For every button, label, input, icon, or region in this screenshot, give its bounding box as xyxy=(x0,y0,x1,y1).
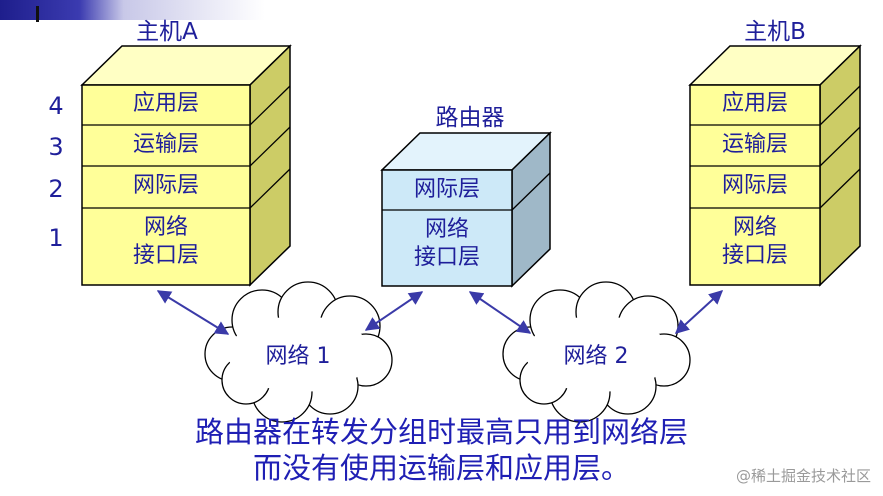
host-a-side-face xyxy=(249,44,291,287)
top-decoration-mark xyxy=(36,6,39,22)
cloud-label-network-2: 网络 2 xyxy=(563,344,629,369)
layer-number-2: 2 xyxy=(48,175,64,203)
layer-number-1: 1 xyxy=(48,224,64,252)
host-a-title: 主机A xyxy=(136,19,198,45)
router-box xyxy=(380,131,552,288)
host-b-layer-internet: 网际层 xyxy=(721,173,788,198)
host-a-layer-application: 应用层 xyxy=(132,91,199,116)
host-a-layer-network-interface: 网络 接口层 xyxy=(132,215,199,268)
router-layer-internet: 网际层 xyxy=(413,177,480,202)
router-layer-network-interface: 网络 接口层 xyxy=(413,217,480,270)
host-b-title: 主机B xyxy=(744,19,806,45)
arrow-router-net2 xyxy=(468,291,532,334)
arrow-net1-router xyxy=(364,291,424,331)
host-a-layer-transport: 运输层 xyxy=(132,132,199,157)
watermark: @稀土掘金技术社区 xyxy=(735,467,871,485)
host-b-layer-transport: 运输层 xyxy=(721,132,788,157)
cloud-network-1 xyxy=(204,281,393,423)
host-a-front-face xyxy=(81,84,251,286)
top-decoration-bar xyxy=(0,0,883,20)
host-b-front-face xyxy=(689,84,821,286)
host-b-layer-application: 应用层 xyxy=(721,91,788,116)
router-title: 路由器 xyxy=(435,105,505,131)
caption-line-2: 而没有使用运输层和应用层。 xyxy=(252,451,630,485)
arrow-net2-host-b xyxy=(674,290,724,334)
cloud-label-network-1: 网络 1 xyxy=(265,344,331,369)
cloud-network-2 xyxy=(502,281,691,423)
host-a-box xyxy=(80,44,292,287)
layer-number-3: 3 xyxy=(48,133,64,161)
layer-number-4: 4 xyxy=(48,92,64,120)
host-b-side-face xyxy=(819,44,861,287)
caption-line-1: 路由器在转发分组时最高只用到网络层 xyxy=(194,415,688,449)
host-a-layer-internet: 网际层 xyxy=(132,173,199,198)
router-front-face xyxy=(381,169,513,287)
arrow-host-a-net1 xyxy=(156,290,230,335)
host-b-layer-network-interface: 网络 接口层 xyxy=(721,215,788,268)
host-b-box xyxy=(688,44,862,287)
